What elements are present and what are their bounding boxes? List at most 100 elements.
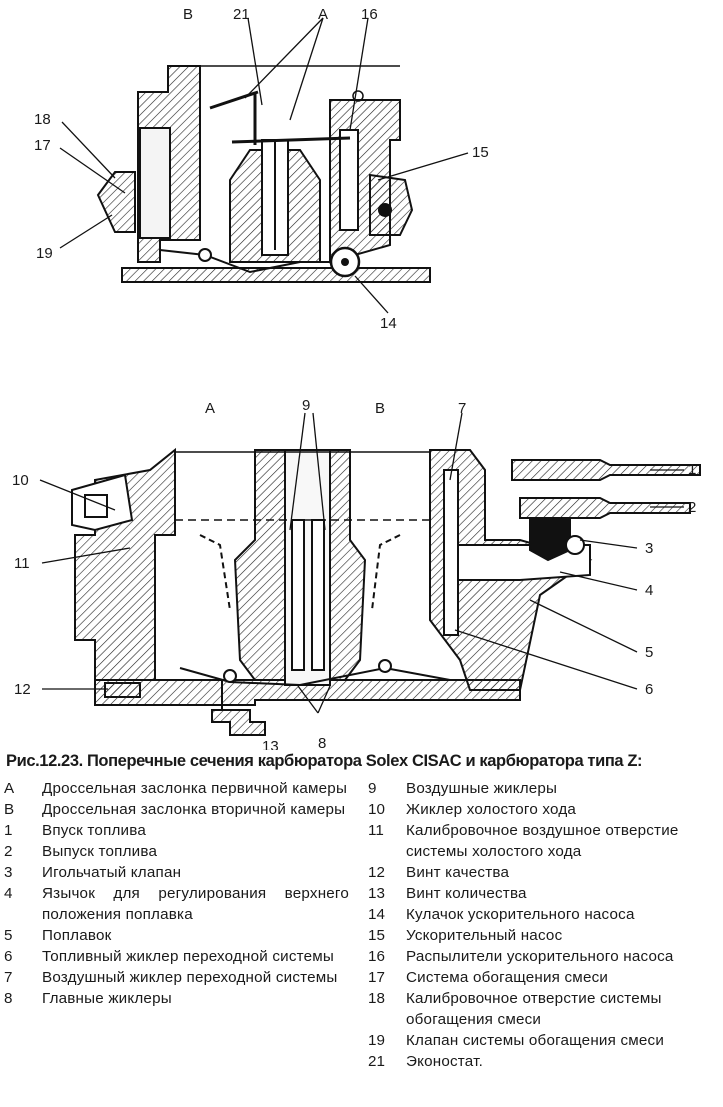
legend-key: 14: [368, 906, 385, 923]
legend-right-column: 9 Воздушные жиклеры 10 Жиклер холостого ход…: [368, 778, 720, 1072]
bottom-label-6: 6: [645, 681, 653, 698]
bottom-needle-valve: [529, 517, 571, 562]
legend-item: 11 Калибровочное воздушное отверстие сист…: [368, 820, 720, 862]
bottom-label-11: 11: [14, 555, 30, 572]
legend-text: Клапан системы обогащения смеси: [406, 1032, 665, 1049]
top-label-16: 16: [361, 6, 378, 23]
legend-text: Впуск топлива: [42, 822, 146, 839]
legend-key: 12: [368, 864, 385, 881]
legend-key: 21: [368, 1053, 385, 1070]
bottom-jet-tube-right: [311, 519, 325, 671]
legend-text: Ускорительный насос: [406, 927, 563, 944]
legend-text: Игольчатый клапан: [42, 864, 182, 881]
legend-text: Дроссельная заслонка первичной камеры: [42, 780, 348, 797]
legend-text: Поплавок: [42, 927, 112, 944]
bottom-label-8: 8: [318, 735, 326, 750]
legend-key: 13: [368, 885, 385, 902]
top-label-18: 18: [34, 111, 51, 128]
bottom-label-5: 5: [645, 644, 653, 661]
legend-key: 4: [4, 885, 13, 902]
top-pump-piston: [339, 129, 359, 231]
top-base-flange: [121, 267, 431, 283]
bottom-label-3: 3: [645, 540, 653, 557]
legend-item: 18 Калибровочное отверстие системы обогащ…: [368, 988, 720, 1030]
top-label-17: 17: [34, 137, 51, 154]
bottom-label-2: 2: [688, 499, 696, 516]
legend-key: 11: [368, 822, 384, 839]
legend-key: 7: [4, 969, 13, 986]
legend-text: Язычок для регулирования верхнего положе…: [42, 885, 349, 923]
bottom-label-10: 10: [12, 472, 29, 489]
legend-key: 16: [368, 948, 385, 965]
legend-text: Топливный жиклер переходной системы: [42, 948, 335, 965]
bottom-quantity-screw: [211, 709, 266, 736]
bottom-label-13: 13: [262, 738, 279, 750]
legend-text: Винт качества: [406, 864, 510, 881]
legend-text: Распылители ускорительного насоса: [406, 948, 674, 965]
legend-key: 9: [368, 780, 377, 797]
legend-item: 7 Воздушный жиклер переходной системы: [4, 967, 349, 988]
bottom-throttle-linkage: [179, 666, 451, 687]
bottom-jet-tube-left: [291, 519, 305, 671]
legend-key: 5: [4, 927, 13, 944]
legend-text: Воздушные жиклеры: [406, 780, 558, 797]
legend-text: Калибровочное отверстие системы обогащен…: [406, 990, 662, 1028]
bottom-label-4: 4: [645, 582, 653, 599]
top-enrichment-valve: [96, 171, 136, 233]
legend-item: 5 Поплавок: [4, 925, 349, 946]
legend-text: Винт количества: [406, 885, 527, 902]
legend-text: Калибровочное воздушное отверстие систем…: [406, 822, 679, 860]
legend-item: 3 Игольчатый клапан: [4, 862, 349, 883]
bottom-label-9: 9: [302, 397, 310, 414]
legend-key: 19: [368, 1032, 385, 1049]
bottom-label-1: 1: [688, 461, 696, 478]
figure-caption: Рис.12.23. Поперечные сечения карбюратор…: [6, 752, 643, 770]
legend-key: B: [4, 801, 15, 818]
legend-key: 3: [4, 864, 13, 881]
legend-key: 2: [4, 843, 13, 860]
top-label-15: 15: [472, 144, 489, 161]
top-pump-housing: [369, 173, 414, 236]
legend-item: 12 Винт качества: [368, 862, 720, 883]
bottom-section-drawing: A 9 B 7 10 1 2 11 3 4 5 12 6 13 8: [12, 397, 701, 750]
legend-item: 10 Жиклер холостого хода: [368, 799, 720, 820]
legend-text: Кулачок ускорительного насоса: [406, 906, 635, 923]
legend-text: Воздушный жиклер переходной системы: [42, 969, 338, 986]
top-section-drawing: B 21 A 16 18 17 15 19 14: [34, 6, 489, 332]
legend-key: 1: [4, 822, 13, 839]
bottom-label-12: 12: [14, 681, 31, 698]
legend-key: 10: [368, 801, 385, 818]
legend-item: 19 Клапан системы обогащения смеси: [368, 1030, 720, 1051]
top-label-21: 21: [233, 6, 250, 23]
top-throttle-linkage: [159, 249, 345, 274]
carburetor-drawing: B 21 A 16 18 17 15 19 14: [12, 6, 701, 750]
legend-item: 14 Кулачок ускорительного насоса: [368, 904, 720, 925]
bottom-fuel-outlet: [519, 497, 691, 519]
legend-text: Жиклер холостого хода: [406, 801, 577, 818]
legend-item: 13 Винт количества: [368, 883, 720, 904]
top-label-19: 19: [36, 245, 53, 262]
top-label-B: B: [183, 6, 193, 23]
legend-key: 8: [4, 990, 13, 1007]
bottom-label-A: A: [205, 400, 215, 417]
legend-item: 9 Воздушные жиклеры: [368, 778, 720, 799]
legend-item: 4 Язычок для регулирования верхнего полож…: [4, 883, 349, 925]
bottom-fuel-inlet: [511, 459, 701, 481]
top-label-A: A: [318, 6, 328, 23]
legend-text: Главные жиклеры: [42, 990, 172, 1007]
legend-item: B Дроссельная заслонка вторичной камеры: [4, 799, 349, 820]
legend-item: 16 Распылители ускорительного насоса: [368, 946, 720, 967]
bottom-label-B: B: [375, 400, 385, 417]
legend-text: Дроссельная заслонка вторичной камеры: [42, 801, 346, 818]
legend-text: Система обогащения смеси: [406, 969, 609, 986]
legend-key: 18: [368, 990, 385, 1007]
legend-item: 8 Главные жиклеры: [4, 988, 349, 1009]
top-label-14: 14: [380, 315, 397, 332]
